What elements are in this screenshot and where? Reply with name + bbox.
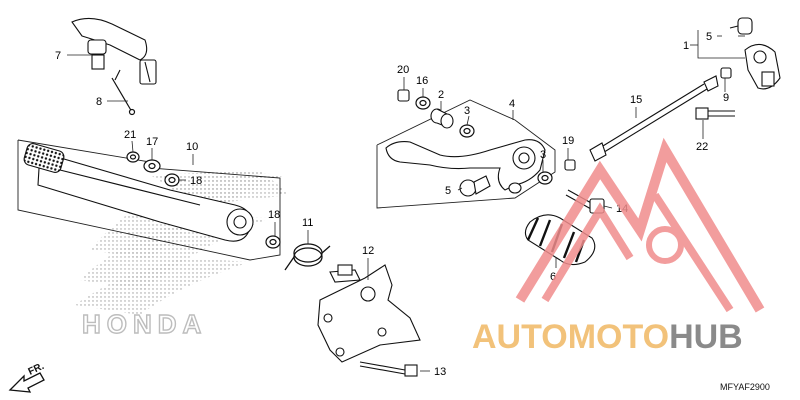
label-5a: 5	[706, 31, 712, 43]
leader-lines	[67, 30, 745, 372]
bolt-13	[359, 361, 418, 377]
ball-joint-5-upper	[729, 17, 753, 35]
label-21: 21	[124, 129, 136, 141]
washer-16	[415, 96, 431, 110]
shift-switch	[71, 17, 157, 85]
label-3b: 3	[540, 149, 546, 161]
watermark-suffix: HUB	[669, 318, 743, 356]
front-direction-arrow: FR.	[8, 361, 46, 393]
label-20: 20	[397, 64, 409, 76]
nut-19	[564, 159, 576, 171]
diagram-code: MFYAF2900	[720, 382, 770, 392]
tie-rod	[385, 139, 546, 194]
seal-18-upper	[164, 173, 180, 187]
seal-3-upper	[459, 124, 475, 138]
label-15: 15	[630, 94, 642, 106]
step-bracket-plate	[317, 264, 421, 363]
washer-17	[143, 159, 161, 173]
label-12: 12	[362, 245, 374, 257]
label-13: 13	[434, 366, 446, 378]
label-17: 17	[146, 136, 158, 148]
label-10: 10	[186, 141, 198, 153]
rod-end-joint	[744, 43, 781, 90]
watermark-text: AUTOMOTOHUB	[472, 318, 743, 356]
watermark-prefix: AUTOMOTO	[472, 318, 669, 356]
label-6: 6	[550, 271, 556, 283]
front-direction-label: FR.	[27, 361, 46, 378]
switch-rod	[111, 77, 136, 116]
label-19: 19	[562, 135, 574, 147]
label-2: 2	[438, 89, 444, 101]
label-18a: 18	[190, 175, 202, 187]
tie-rod-frame	[376, 99, 556, 209]
watermark-logo	[515, 137, 765, 313]
label-1: 1	[683, 40, 689, 52]
label-5b: 5	[445, 185, 451, 197]
label-4: 4	[509, 98, 515, 110]
nut-20	[397, 89, 410, 102]
shift-rod	[589, 75, 719, 162]
washer-21	[126, 151, 140, 163]
label-22: 22	[696, 141, 708, 153]
return-spring	[284, 243, 331, 271]
bolt-22	[695, 107, 735, 120]
seal-18-lower	[265, 235, 281, 249]
label-9: 9	[723, 92, 729, 104]
ball-joint-5-lower	[459, 175, 491, 197]
label-18b: 18	[268, 209, 280, 221]
label-11: 11	[302, 217, 313, 229]
label-3a: 3	[464, 105, 470, 117]
label-8: 8	[96, 96, 102, 108]
honda-brand-text: HONDA	[82, 309, 207, 339]
label-7: 7	[55, 50, 61, 62]
nut-9	[720, 67, 732, 79]
shift-lever	[23, 143, 254, 242]
label-16: 16	[416, 75, 428, 87]
collar-2	[430, 108, 454, 129]
part-labels: 1 2 3 3 4 5 5 6 7 8 9 10 11 12 13 14 15 …	[55, 31, 729, 378]
seal-3-lower	[537, 171, 553, 185]
